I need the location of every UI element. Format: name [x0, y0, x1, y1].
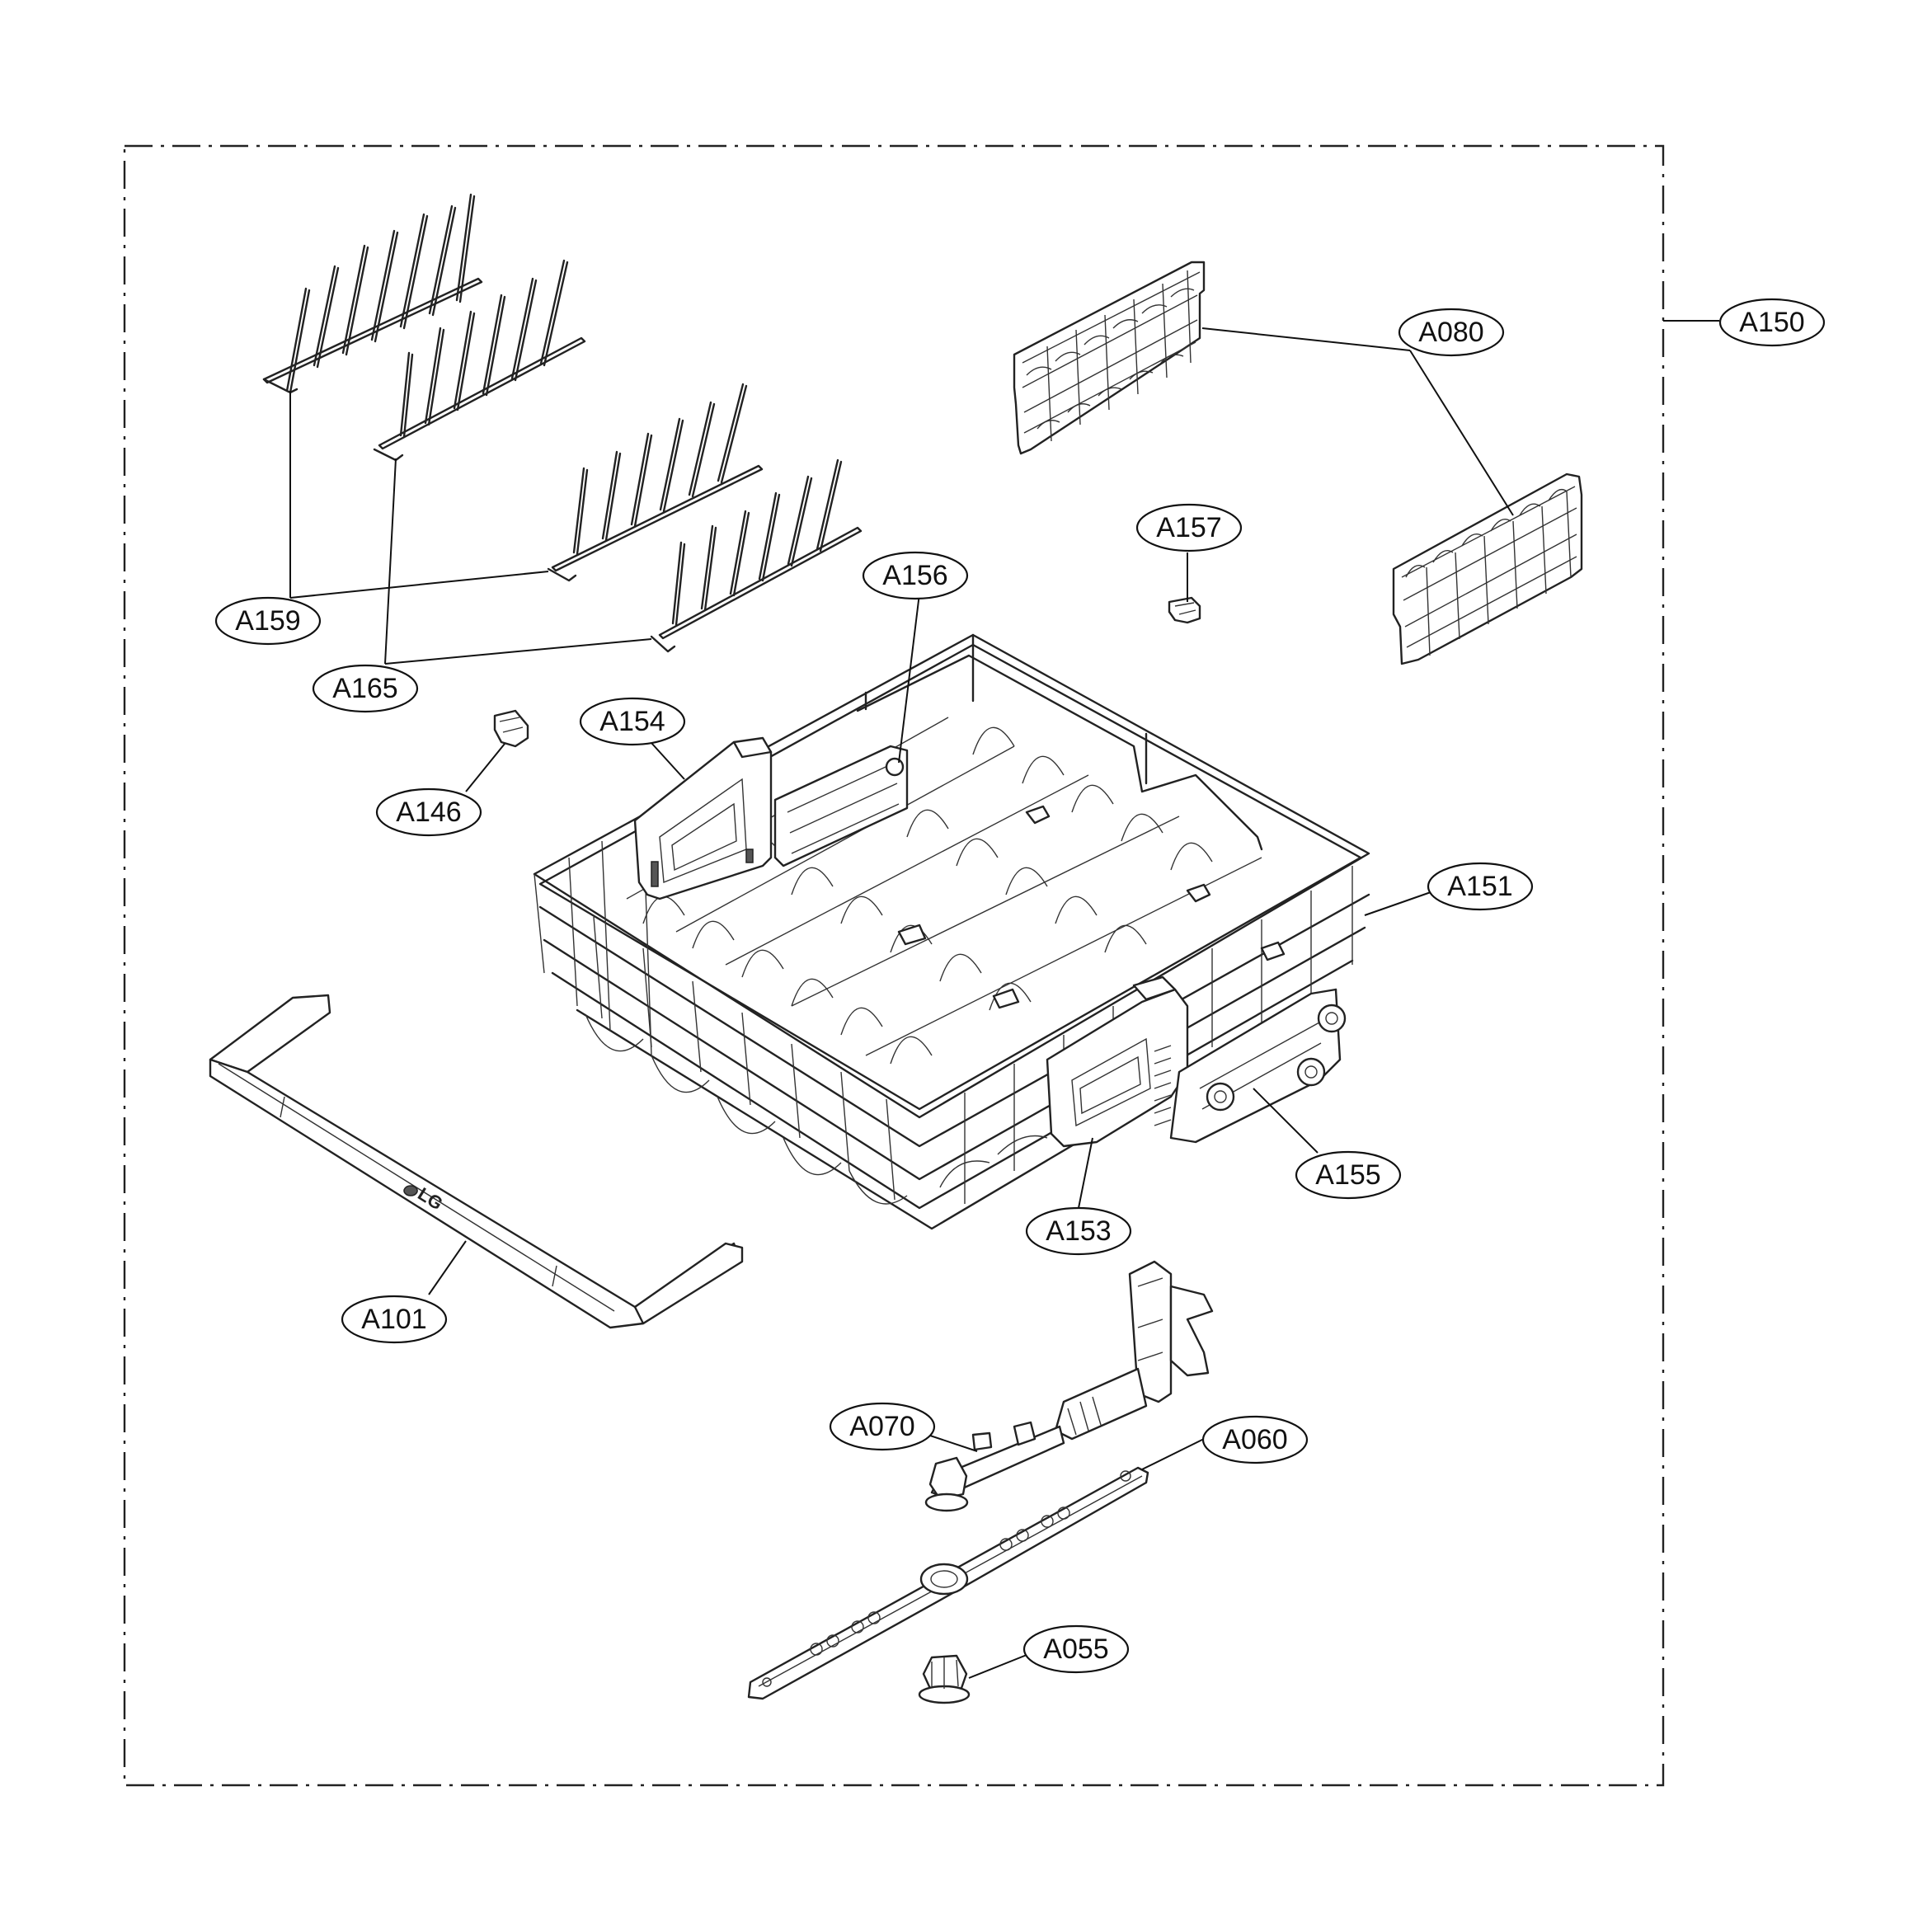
leader-A159-b: [289, 571, 549, 599]
assembly-boundary: [123, 144, 1665, 1787]
svg-text:A154: A154: [599, 706, 665, 737]
leader-A080-a: [1201, 327, 1411, 351]
callout-A101: A101: [341, 1295, 448, 1344]
clip-A157: [1168, 596, 1201, 624]
spray-arm-nut-A055: [918, 1654, 971, 1704]
callout-A055: A055: [1022, 1624, 1130, 1674]
leader-A101: [428, 1240, 467, 1295]
leader-A055: [968, 1651, 1036, 1679]
leader-A165-a: [384, 458, 397, 665]
svg-text:A159: A159: [235, 605, 300, 637]
leader-A146: [465, 743, 505, 792]
svg-text:A070: A070: [849, 1411, 914, 1442]
leader-A080-b: [1409, 350, 1514, 516]
callout-A165: A165: [312, 664, 419, 713]
leader-A156: [898, 593, 920, 764]
callout-A156: A156: [862, 551, 969, 600]
rack-handle-A101: LG: [209, 994, 744, 1329]
svg-text:A153: A153: [1046, 1215, 1111, 1247]
callout-A150: A150: [1718, 298, 1826, 347]
svg-text:A156: A156: [882, 560, 947, 591]
callout-A060: A060: [1201, 1415, 1309, 1464]
callout-A153: A153: [1025, 1206, 1132, 1256]
svg-text:A101: A101: [361, 1304, 426, 1335]
leader-A165-b: [384, 638, 652, 665]
spray-manifold-A070: [924, 1260, 1214, 1512]
side-bracket-A154: [633, 736, 773, 900]
spray-arm-A060: [747, 1466, 1149, 1700]
leader-A153: [1078, 1137, 1093, 1209]
tine-rack-upper-right: [547, 383, 764, 582]
callout-A157: A157: [1135, 503, 1243, 552]
tine-rack-lower-right: [650, 458, 863, 653]
callout-A154: A154: [579, 697, 686, 746]
cup-shelf-upper: [1013, 261, 1206, 455]
rail-adjuster-A155: [1154, 988, 1347, 1144]
svg-text:A157: A157: [1156, 512, 1221, 543]
callout-A151: A151: [1427, 862, 1534, 911]
svg-text:A155: A155: [1315, 1159, 1380, 1191]
svg-text:A146: A146: [396, 797, 461, 828]
svg-text:A055: A055: [1043, 1634, 1108, 1665]
callout-A080: A080: [1398, 308, 1505, 357]
tine-rack-lower-left: [373, 259, 586, 462]
svg-text:A150: A150: [1739, 307, 1804, 338]
svg-text:A151: A151: [1447, 871, 1512, 902]
callout-A155: A155: [1295, 1150, 1402, 1200]
leader-A060: [1141, 1438, 1205, 1470]
svg-text:A080: A080: [1418, 317, 1483, 348]
svg-text:A060: A060: [1222, 1424, 1287, 1455]
leader-A155: [1253, 1088, 1319, 1154]
clip-A146: [493, 709, 529, 748]
svg-text:A165: A165: [332, 673, 397, 704]
callout-A159: A159: [214, 596, 322, 646]
rear-guide-A156: [773, 745, 909, 867]
tine-rack-upper-left: [262, 193, 483, 394]
callout-A146: A146: [375, 787, 482, 837]
callout-A070: A070: [829, 1402, 936, 1451]
cup-shelf-lower: [1392, 472, 1583, 665]
